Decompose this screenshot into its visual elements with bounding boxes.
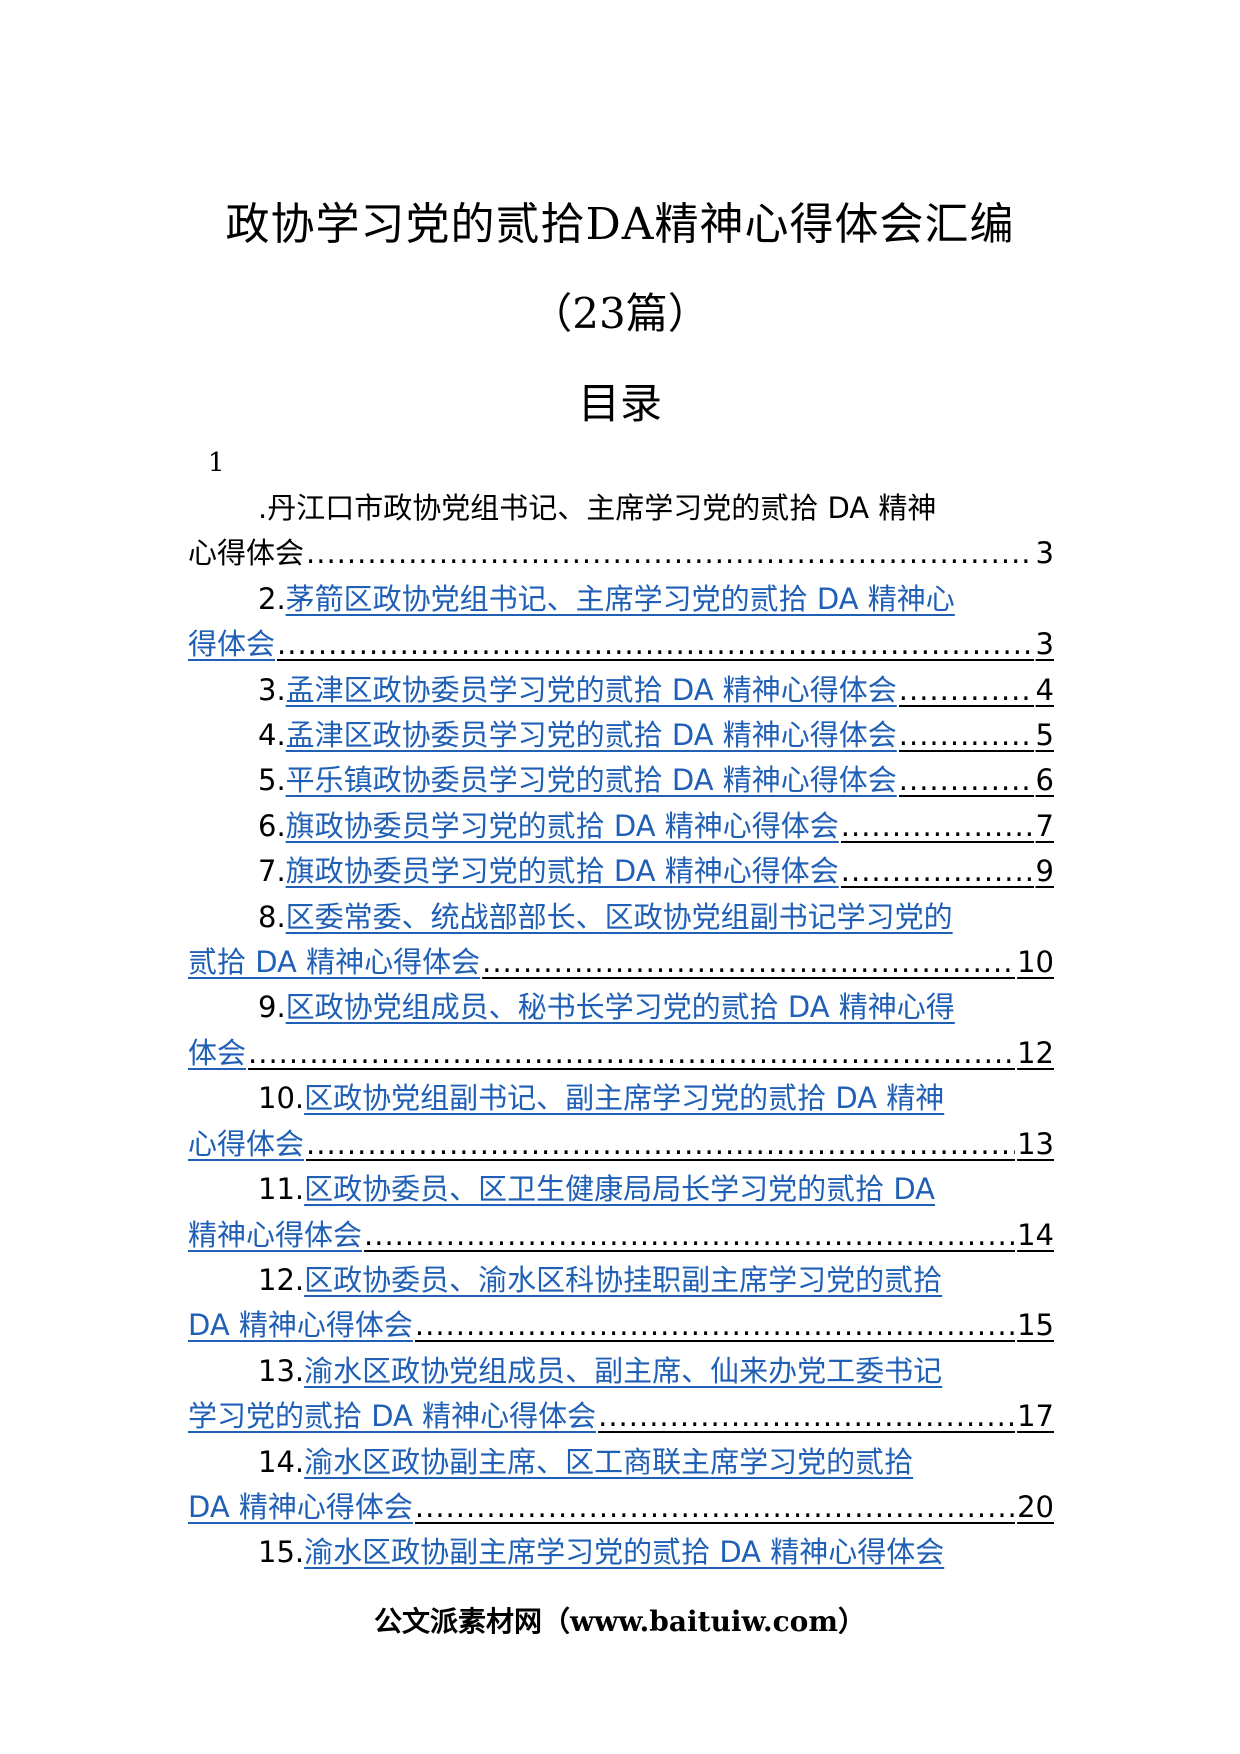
toc-page-number[interactable]: 9 <box>1035 854 1054 889</box>
toc-leader-dots <box>899 668 1034 713</box>
toc-leader-dots <box>415 1485 1015 1530</box>
toc-heading: 目录 <box>577 379 662 428</box>
toc-entry-number: 6. <box>258 808 286 843</box>
toc-entry-title-continued[interactable]: 贰拾 DA 精神心得体会 <box>188 945 481 980</box>
footer-watermark: 公文派素材网（www.baituiw.com） <box>374 1605 866 1638</box>
toc-entry-title: 丹江口市政协党组书记、主席学习党的贰拾 DA 精神 <box>267 491 937 525</box>
toc-entry-title[interactable]: 区政协委员、渝水区科协挂职副主席学习党的贰拾 <box>304 1262 943 1297</box>
toc-page-number[interactable]: 13 <box>1017 1126 1054 1161</box>
toc-entry-title-continued[interactable]: 精神心得体会 <box>188 1217 363 1252</box>
toc-entry[interactable]: 6.旗政协委员学习党的贰拾 DA 精神心得体会 7 <box>188 804 1054 849</box>
toc-entry-number: 9. <box>258 990 286 1025</box>
toc-entry-title-continued[interactable]: DA 精神心得体会 <box>188 1308 413 1343</box>
toc-entry-title[interactable]: 区政协党组成员、秘书长学习党的贰拾 DA 精神心得 <box>285 990 955 1025</box>
document-subtitle: （23篇） <box>530 289 710 338</box>
toc-entry-number: 7. <box>258 854 286 889</box>
toc-leader-dots <box>415 1303 1015 1348</box>
toc-entry-number: 3. <box>258 672 286 707</box>
toc-page-number: 3 <box>1035 536 1054 571</box>
toc-entry-number: 11. <box>258 1172 305 1207</box>
toc-page-number[interactable]: 15 <box>1017 1308 1054 1343</box>
toc-entry[interactable]: 2.茅箭区政协党组书记、主席学习党的贰拾 DA 精神心得体会 3 <box>188 577 1054 668</box>
toc-entry-number: 15. <box>258 1535 305 1570</box>
toc-entry-title-continued[interactable]: 学习党的贰拾 DA 精神心得体会 <box>188 1399 597 1434</box>
toc-entry-title[interactable]: 区政协党组副书记、副主席学习党的贰拾 DA 精神 <box>304 1081 945 1116</box>
toc-page-number[interactable]: 7 <box>1035 808 1054 843</box>
toc-leader-dots <box>482 940 1015 985</box>
toc-entry-title[interactable]: 区委常委、统战部部长、区政协党组副书记学习党的 <box>285 899 953 934</box>
toc-entry[interactable]: 3.孟津区政协委员学习党的贰拾 DA 精神心得体会 4 <box>188 668 1054 713</box>
toc-page-number[interactable]: 14 <box>1017 1217 1054 1252</box>
toc-entry-number: 12. <box>258 1262 305 1297</box>
toc-leader-dots <box>306 1122 1015 1167</box>
toc-page-number[interactable]: 6 <box>1035 763 1054 798</box>
toc-entry-number: 8. <box>258 899 286 934</box>
toc-entry[interactable]: 7.旗政协委员学习党的贰拾 DA 精神心得体会 9 <box>188 849 1054 894</box>
toc-entry[interactable]: 12.区政协委员、渝水区科协挂职副主席学习党的贰拾 DA 精神心得体会 15 <box>188 1258 1054 1349</box>
toc-page-number[interactable]: 3 <box>1035 627 1054 662</box>
toc-page-number[interactable]: 20 <box>1017 1489 1054 1524</box>
toc-entry-title[interactable]: 孟津区政协委员学习党的贰拾 DA 精神心得体会 <box>285 672 897 707</box>
toc-entry-number: 13. <box>258 1353 305 1388</box>
document-title: 政协学习党的贰拾DA精神心得体会汇编 <box>225 199 1015 250</box>
toc-entry-title[interactable]: 区政协委员、区卫生健康局局长学习党的贰拾 DA <box>304 1172 936 1207</box>
table-of-contents: .丹江口市政协党组书记、主席学习党的贰拾 DA 精神心得体会32.茅箭区政协党组… <box>188 486 1054 1576</box>
toc-entry-title[interactable]: 旗政协委员学习党的贰拾 DA 精神心得体会 <box>285 808 839 843</box>
toc-page-number[interactable]: 10 <box>1017 945 1054 980</box>
toc-entry[interactable]: 14.渝水区政协副主席、区工商联主席学习党的贰拾 DA 精神心得体会 20 <box>188 1440 1054 1531</box>
toc-entry[interactable]: 10.区政协党组副书记、副主席学习党的贰拾 DA 精神心得体会 13 <box>188 1076 1054 1167</box>
toc-entry[interactable]: 11.区政协委员、区卫生健康局局长学习党的贰拾 DA 精神心得体会 14 <box>188 1167 1054 1258</box>
toc-entry[interactable]: 5.平乐镇政协委员学习党的贰拾 DA 精神心得体会 6 <box>188 758 1054 803</box>
toc-leader-dots <box>841 804 1034 849</box>
toc-entry[interactable]: 13.渝水区政协党组成员、副主席、仙来办党工委书记学习党的贰拾 DA 精神心得体… <box>188 1349 1054 1440</box>
toc-leader-dots <box>248 1031 1015 1076</box>
toc-page-number[interactable]: 12 <box>1017 1035 1054 1070</box>
toc-leader-dots <box>899 758 1034 803</box>
toc-entry-title[interactable]: 旗政协委员学习党的贰拾 DA 精神心得体会 <box>285 854 839 889</box>
toc-entry-title-continued[interactable]: 心得体会 <box>188 1126 305 1161</box>
toc-entry-title-continued[interactable]: 得体会 <box>188 627 276 662</box>
toc-entry-number: 5. <box>258 763 286 798</box>
toc-entry-title[interactable]: 渝水区政协副主席、区工商联主席学习党的贰拾 <box>304 1444 914 1479</box>
toc-leader-dots <box>598 1394 1015 1439</box>
toc-leader-dots <box>364 1213 1015 1258</box>
toc-entry-title-continued: 心得体会 <box>188 536 305 571</box>
toc-entry-number: 2. <box>258 581 286 616</box>
toc-entry-title[interactable]: 渝水区政协党组成员、副主席、仙来办党工委书记 <box>304 1353 943 1388</box>
toc-leader-dots <box>277 622 1034 667</box>
toc-entry-number: 4. <box>258 718 286 753</box>
toc-entry-number: 14. <box>258 1444 305 1479</box>
toc-entry[interactable]: 9.区政协党组成员、秘书长学习党的贰拾 DA 精神心得体会 12 <box>188 985 1054 1076</box>
toc-entry[interactable]: 4.孟津区政协委员学习党的贰拾 DA 精神心得体会 5 <box>188 713 1054 758</box>
toc-leader-dots <box>306 531 1034 576</box>
toc-page-number[interactable]: 5 <box>1035 718 1054 753</box>
toc-entry-title-continued[interactable]: 体会 <box>188 1035 247 1070</box>
toc-entry-title[interactable]: 平乐镇政协委员学习党的贰拾 DA 精神心得体会 <box>285 763 897 798</box>
toc-page-number[interactable]: 4 <box>1035 672 1054 707</box>
toc-entry-number: . <box>258 491 268 525</box>
stray-list-number: 1 <box>208 448 225 478</box>
toc-entry-number: 10. <box>258 1081 305 1116</box>
toc-leader-dots <box>841 849 1034 894</box>
toc-entry[interactable]: 15.渝水区政协副主席学习党的贰拾 DA 精神心得体会 <box>188 1530 1054 1575</box>
toc-entry-title-continued[interactable]: DA 精神心得体会 <box>188 1489 413 1524</box>
toc-entry: .丹江口市政协党组书记、主席学习党的贰拾 DA 精神心得体会 3 <box>188 486 1054 577</box>
toc-entry-title[interactable]: 茅箭区政协党组书记、主席学习党的贰拾 DA 精神心 <box>285 581 955 616</box>
toc-entry-title[interactable]: 孟津区政协委员学习党的贰拾 DA 精神心得体会 <box>285 718 897 753</box>
toc-page-number[interactable]: 17 <box>1017 1399 1054 1434</box>
toc-leader-dots <box>899 713 1034 758</box>
toc-entry-title[interactable]: 渝水区政协副主席学习党的贰拾 DA 精神心得体会 <box>304 1535 945 1570</box>
